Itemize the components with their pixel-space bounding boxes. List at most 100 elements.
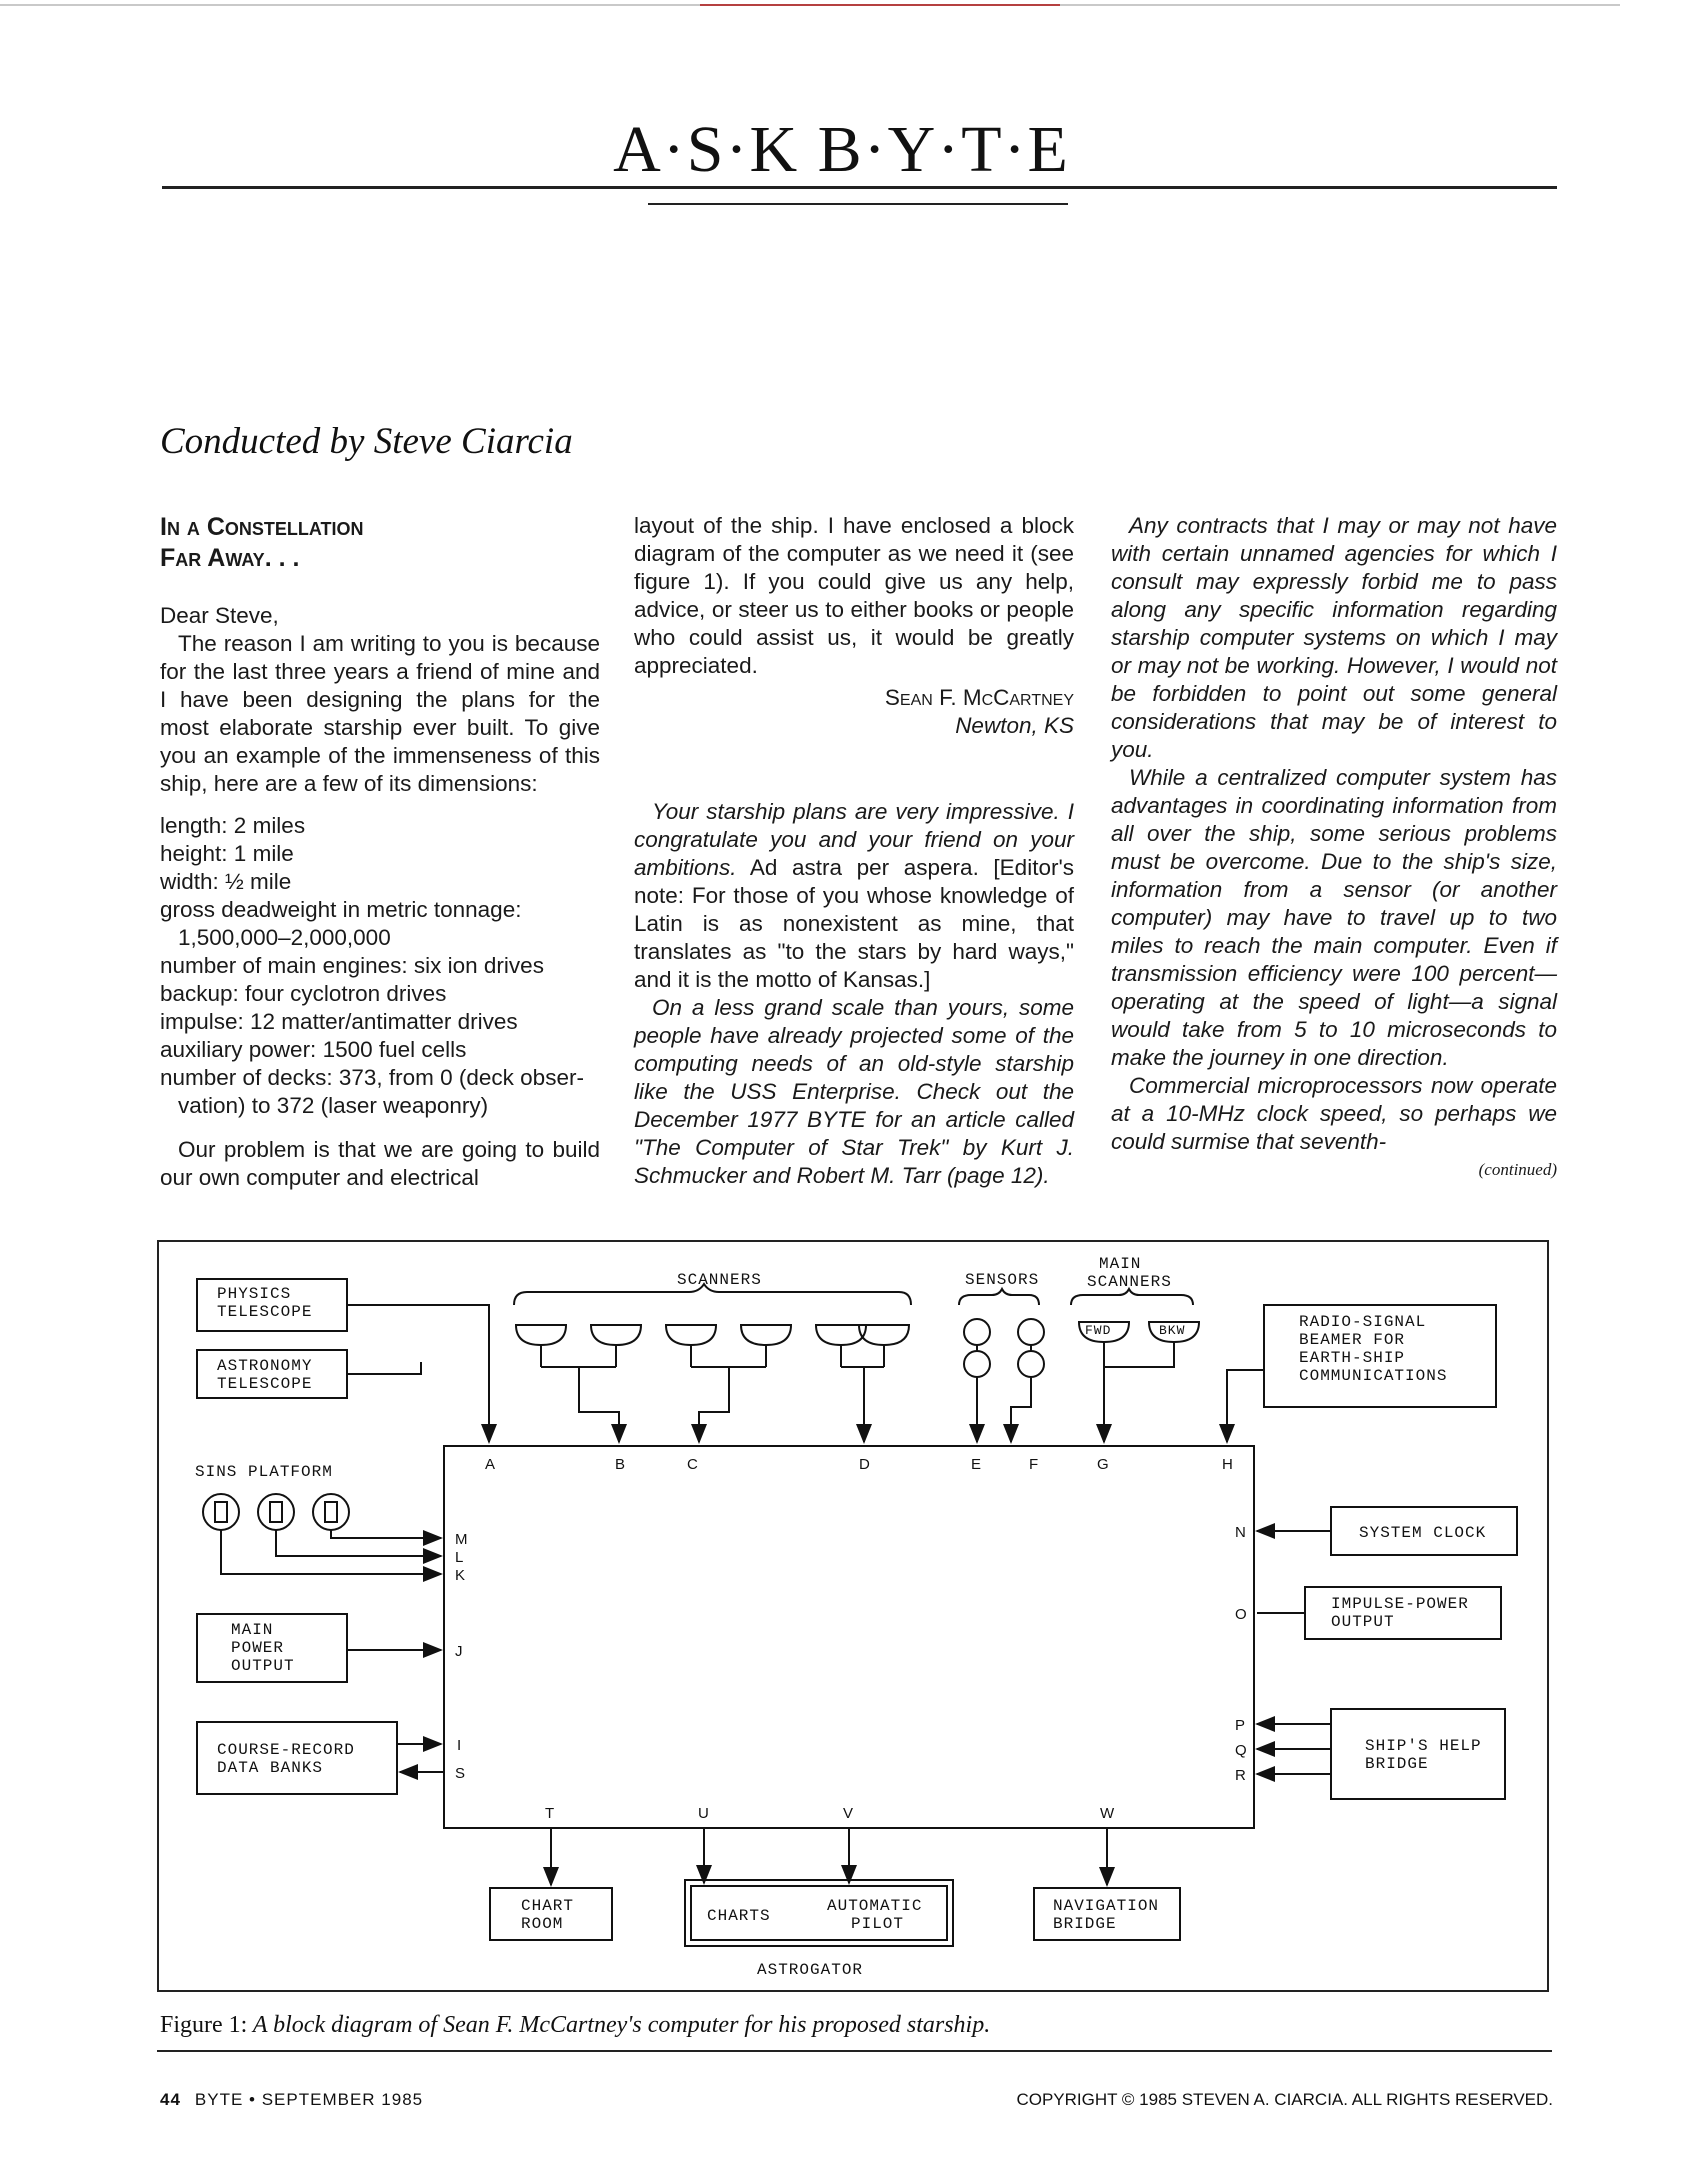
- salutation: Dear Steve,: [160, 603, 279, 628]
- masthead: A·S·K B·Y·T·E: [613, 113, 1070, 186]
- port-p: P: [1235, 1717, 1245, 1734]
- main-power-output-label: MAIN: [231, 1621, 273, 1639]
- astrogator-inner-box: [690, 1885, 948, 1941]
- svg-text:POWER: POWER: [231, 1639, 284, 1657]
- svg-text:TELESCOPE: TELESCOPE: [217, 1303, 312, 1321]
- list-item: backup: four cyclotron drives: [160, 981, 447, 1006]
- port-v: V: [843, 1805, 853, 1822]
- list-item: vation) to 372 (laser weaponry): [178, 1093, 489, 1118]
- port-o: O: [1235, 1606, 1247, 1623]
- physics-telescope-label: PHYSICS: [217, 1285, 291, 1303]
- navigation-bridge-label: NAVIGATION: [1053, 1897, 1159, 1915]
- port-h: H: [1222, 1456, 1233, 1473]
- svg-text:BEAMER FOR: BEAMER FOR: [1299, 1331, 1405, 1349]
- byline: Conducted by Steve Ciarcia: [160, 421, 573, 462]
- course-record-label: COURSE-RECORD: [217, 1741, 355, 1759]
- svg-text:BRIDGE: BRIDGE: [1053, 1915, 1117, 1933]
- list-item: 1,500,000–2,000,000: [178, 925, 391, 950]
- svg-text:TELESCOPE: TELESCOPE: [217, 1375, 312, 1393]
- port-r: R: [1235, 1767, 1246, 1784]
- top-rule-accent: [700, 4, 1060, 6]
- continued-note: (continued): [1478, 1160, 1557, 1179]
- scanners-label: SCANNERS: [677, 1271, 762, 1289]
- port-w: W: [1100, 1805, 1115, 1822]
- astronomy-telescope-label: ASTRONOMY: [217, 1357, 312, 1375]
- port-u: U: [698, 1805, 709, 1822]
- svg-text:PILOT: PILOT: [851, 1915, 904, 1933]
- port-q: Q: [1235, 1742, 1247, 1759]
- port-a: A: [485, 1456, 495, 1473]
- port-s: S: [455, 1765, 465, 1782]
- masthead-subrule: [648, 203, 1068, 205]
- svg-text:BRIDGE: BRIDGE: [1365, 1755, 1429, 1773]
- impulse-power-label: IMPULSE-POWER: [1331, 1595, 1469, 1613]
- column-1: In a Constellation Far Away. . . Dear St…: [160, 512, 600, 1192]
- ships-help-label: SHIP'S HELP: [1365, 1737, 1482, 1755]
- column-2: layout of the ship. I have enclosed a bl…: [634, 512, 1074, 1190]
- svg-text:DATA BANKS: DATA BANKS: [217, 1759, 323, 1777]
- port-g: G: [1097, 1456, 1109, 1473]
- list-item: length: 2 miles: [160, 813, 306, 838]
- dimension-list: length: 2 miles height: 1 mile width: ½ …: [160, 812, 600, 1120]
- chart-room-box: [489, 1887, 613, 1941]
- svg-text:COMMUNICATIONS: COMMUNICATIONS: [1299, 1367, 1447, 1385]
- letter-paragraph-1: The reason I am writing to you is becaus…: [160, 631, 600, 796]
- column-3: Any contracts that I may or may not have…: [1111, 512, 1557, 1184]
- radio-signal-label: RADIO-SIGNAL: [1299, 1313, 1426, 1331]
- astrogator-outer-box: [684, 1879, 954, 1947]
- magazine-issue: BYTE • SEPTEMBER 1985: [194, 2090, 424, 2109]
- sins-platform-label: SINS PLATFORM: [195, 1463, 333, 1481]
- block-diagram: PHYSICS TELESCOPE ASTRONOMY TELESCOPE SI…: [195, 1255, 1518, 1979]
- copyright-notice: COPYRIGHT © 1985 STEVEN A. CIARCIA. ALL …: [1016, 2090, 1553, 2109]
- list-item: number of main engines: six ion drives: [160, 953, 544, 978]
- port-d: D: [859, 1456, 870, 1473]
- list-item: width: ½ mile: [160, 869, 292, 894]
- ships-help-box: [1330, 1708, 1506, 1800]
- reply-paragraph-2: On a less grand scale than yours, some p…: [634, 995, 1074, 1188]
- chart-room-label: CHART: [521, 1897, 574, 1915]
- svg-text:OUTPUT: OUTPUT: [1331, 1613, 1395, 1631]
- charts-label: CHARTS: [707, 1907, 771, 1925]
- astrogator-label: ASTROGATOR: [757, 1961, 863, 1979]
- sensors-label: SENSORS: [965, 1271, 1039, 1289]
- port-n: N: [1235, 1524, 1246, 1541]
- port-i: I: [457, 1737, 461, 1754]
- system-clock-label: SYSTEM CLOCK: [1359, 1524, 1486, 1542]
- svg-text:EARTH-SHIP: EARTH-SHIP: [1299, 1349, 1405, 1367]
- bkw-label: BKW: [1159, 1323, 1185, 1338]
- reply-paragraph-3: Any contracts that I may or may not have…: [1111, 513, 1557, 762]
- port-f: F: [1029, 1456, 1038, 1473]
- navigation-bridge-box: [1033, 1887, 1181, 1941]
- letter-place: Newton, KS: [955, 713, 1074, 738]
- reply-paragraph-1: Your starship plans are very impressive.…: [634, 799, 1074, 992]
- masthead-rule: [162, 186, 1557, 189]
- port-b: B: [615, 1456, 625, 1473]
- svg-text:SCANNERS: SCANNERS: [1087, 1273, 1172, 1291]
- radio-signal-box: [1263, 1304, 1497, 1408]
- port-e: E: [971, 1456, 981, 1473]
- list-item: gross deadweight in metric tonnage:: [160, 897, 522, 922]
- letter-signature: Sean F. McCartney: [884, 685, 1074, 710]
- main-power-output-box: [196, 1613, 348, 1683]
- list-item: impulse: 12 matter/antimatter drives: [160, 1009, 518, 1034]
- port-c: C: [687, 1456, 698, 1473]
- port-t: T: [545, 1805, 554, 1822]
- svg-text:ROOM: ROOM: [521, 1915, 563, 1933]
- reply-paragraph-4: While a centralized computer system has …: [1111, 765, 1557, 1070]
- port-m: M: [455, 1531, 468, 1548]
- letter-paragraph-2-continued: layout of the ship. I have enclosed a bl…: [634, 513, 1074, 678]
- letter-paragraph-2: Our problem is that we are going to buil…: [160, 1137, 600, 1190]
- course-record-box: [196, 1721, 398, 1795]
- figure-caption: Figure 1: A block diagram of Sean F. McC…: [160, 2012, 991, 2038]
- bottom-rule: [157, 2050, 1552, 2052]
- port-l: L: [455, 1549, 463, 1566]
- list-item: auxiliary power: 1500 fuel cells: [160, 1037, 467, 1062]
- figure-1-block-diagram: PHYSICS TELESCOPE ASTRONOMY TELESCOPE SI…: [157, 1240, 1549, 1992]
- svg-text:OUTPUT: OUTPUT: [231, 1657, 295, 1675]
- main-computer-box: [443, 1445, 1255, 1829]
- letter-headline: In a Constellation Far Away. . .: [160, 513, 364, 572]
- footer-left: 44 BYTE • SEPTEMBER 1985: [160, 2090, 423, 2110]
- fwd-label: FWD: [1085, 1323, 1111, 1338]
- main-scanners-label: MAIN: [1099, 1255, 1141, 1273]
- page-number: 44: [160, 2090, 181, 2109]
